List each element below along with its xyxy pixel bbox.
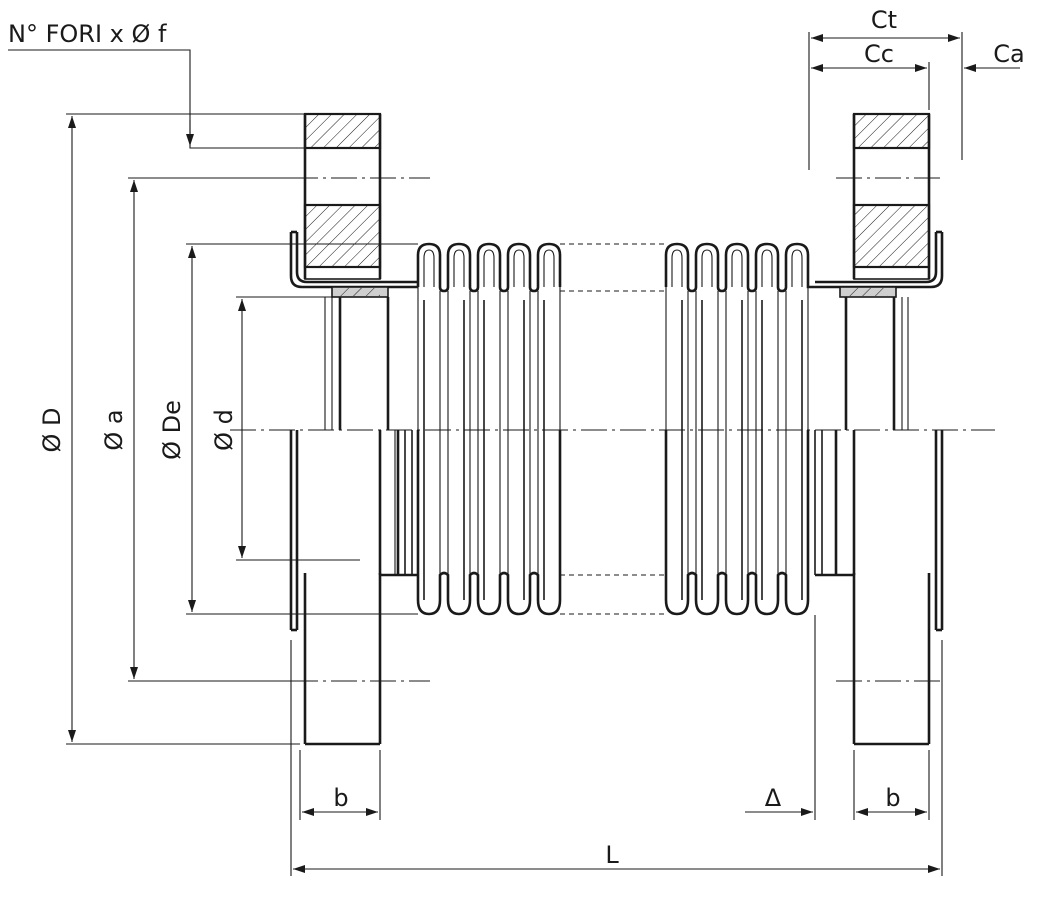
delta-label: Δ [765,784,782,812]
extension-lines [66,32,963,876]
dia-De-label: Ø De [158,400,186,460]
holes-label: N° FORI x Ø f [8,20,167,48]
length-label: L [605,841,619,869]
ca-label: Ca [993,40,1024,68]
ct-label: Ct [871,6,897,34]
b-left-label: b [333,784,348,812]
dia-a-label: Ø a [100,409,128,450]
dimension-lines [8,34,1020,873]
dia-D-label: Ø D [38,408,66,453]
dia-d-label: Ø d [210,409,238,451]
left-stub-end [289,230,418,632]
right-flange [836,112,940,746]
bellows-left-convolutions [404,242,562,616]
right-stub-end [815,230,944,632]
b-right-label: b [885,784,900,812]
left-flange [292,112,430,746]
cc-label: Cc [864,40,894,68]
bellows-right-convolutions [664,242,823,616]
bellows-hidden-middle-lines [560,243,666,615]
